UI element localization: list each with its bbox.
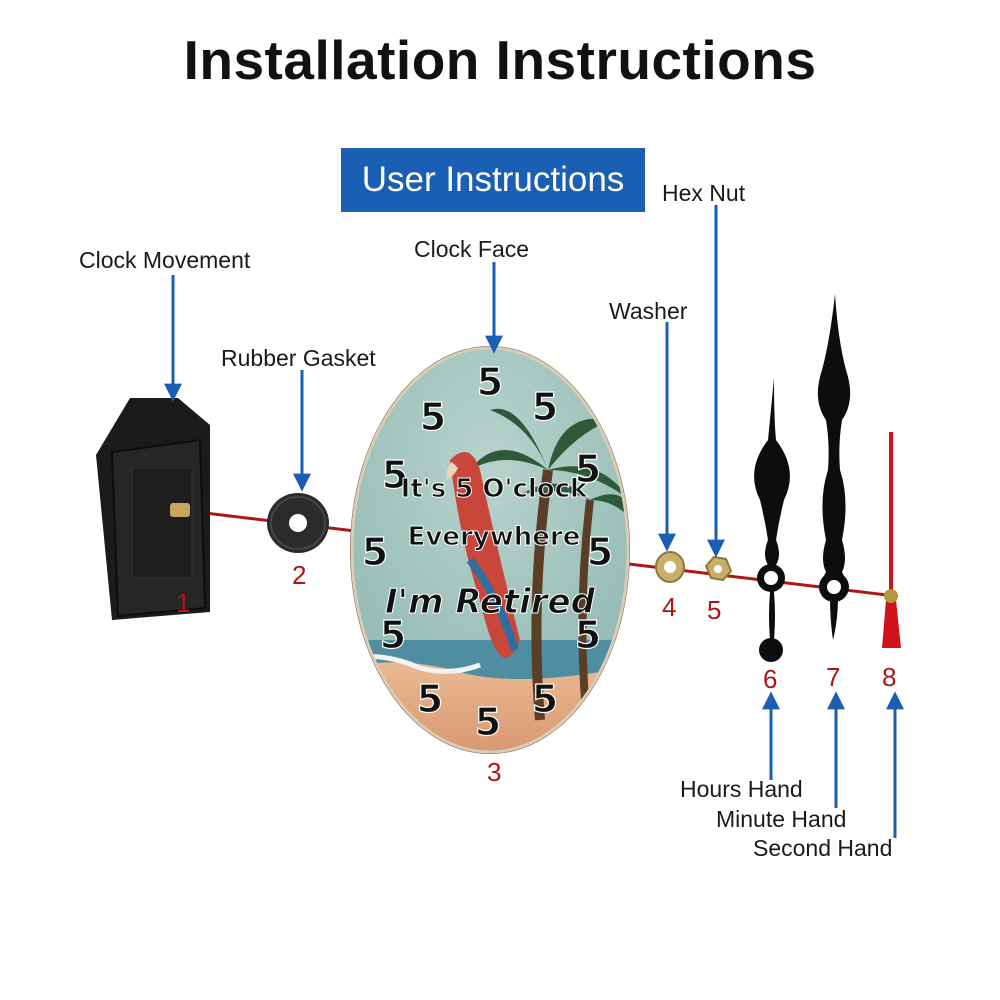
washer: [655, 551, 685, 583]
part-number-1: 1: [176, 588, 191, 618]
dial-numeral: 5: [382, 453, 408, 497]
dial-numeral: 5: [575, 447, 601, 491]
clock-movement: [96, 398, 210, 620]
dial-numeral: 5: [420, 395, 446, 439]
page-title: Installation Instructions: [183, 29, 817, 91]
label-washer: Washer: [609, 298, 688, 324]
dial-numeral: 5: [477, 360, 503, 404]
part-number-8: 8: [882, 662, 897, 692]
dial-text-line3: I'm Retired: [385, 582, 596, 622]
hex-nut: [704, 555, 733, 582]
part-number-5: 5: [707, 595, 722, 625]
dial-numeral: 5: [532, 385, 558, 429]
label-minute-hand: Minute Hand: [716, 806, 847, 832]
user-instructions-banner: User Instructions: [341, 148, 645, 212]
dial-numeral: 5: [362, 530, 388, 574]
dial-numeral: 5: [532, 677, 558, 721]
hours-hand: [754, 378, 790, 662]
part-number-2: 2: [292, 560, 307, 590]
part-number-7: 7: [826, 662, 841, 692]
part-number-3: 3: [487, 757, 502, 787]
dial-numeral: 5: [417, 677, 443, 721]
label-hours-hand: Hours Hand: [680, 776, 803, 802]
rubber-gasket: [267, 493, 329, 553]
dial-numeral: 5: [587, 530, 613, 574]
dial-text-line1: It's 5 O'clock: [401, 474, 588, 504]
dial-numeral: 5: [575, 613, 601, 657]
clock-face-dial: 5 5 5 5 5 5 5 5 5 5 5 5 It's 5 O'clock E…: [350, 346, 630, 754]
dial-text-line2: Everywhere: [408, 522, 581, 552]
second-hand: [882, 432, 901, 648]
label-second-hand: Second Hand: [753, 835, 893, 861]
minute-hand: [817, 294, 851, 640]
dial-numeral: 5: [475, 700, 501, 744]
label-clock-movement: Clock Movement: [79, 247, 251, 273]
label-hex-nut: Hex Nut: [662, 180, 746, 206]
leader-arrows: [164, 205, 904, 838]
part-number-4: 4: [662, 592, 677, 622]
part-number-6: 6: [763, 664, 778, 694]
dial-numeral: 5: [380, 613, 406, 657]
label-rubber-gasket: Rubber Gasket: [221, 345, 376, 371]
label-clock-face: Clock Face: [414, 236, 530, 262]
